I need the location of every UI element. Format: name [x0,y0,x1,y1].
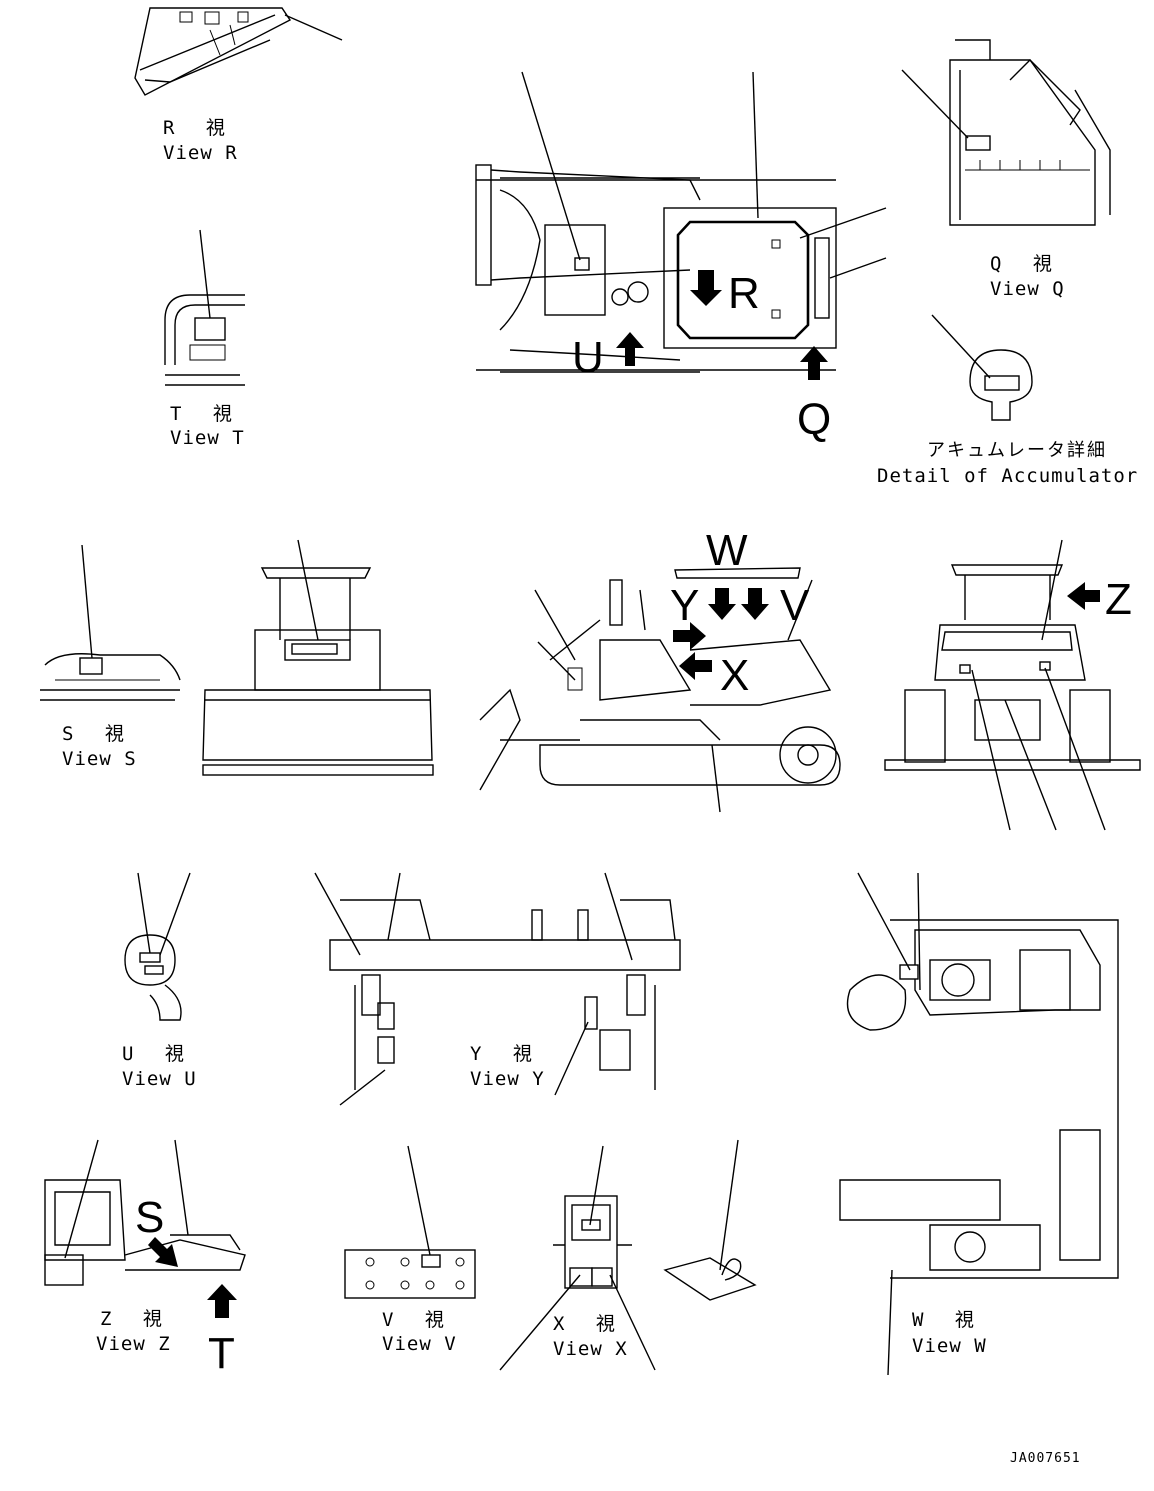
arrow-up-icon [800,346,828,380]
arrow-down-icon [741,588,769,620]
view-r-drawing [134,7,343,96]
view-q-drawing [901,39,1111,226]
marker-t: T [208,1329,235,1378]
accumulator-label-en: Detail of Accumulator [877,465,1138,487]
top-view-machine [475,164,837,373]
marker-w: W [706,526,748,575]
view-u-label-en: View U [122,1068,197,1090]
view-w-drawing [839,872,1119,1376]
view-s-label-en: View S [62,748,137,770]
view-x-label-en: View X [553,1338,628,1360]
arrow-right-icon [673,622,706,650]
marker-q: Q [797,395,831,444]
view-q-label-en: View Q [990,278,1065,300]
view-r-label-en: View R [163,142,238,164]
view-z-label-jp: Z 視 [100,1308,172,1330]
view-y-label-jp: Y 視 [470,1043,542,1065]
view-w-label-jp: W 視 [912,1309,984,1331]
marker-v: V [780,581,810,630]
view-y-drawing [314,872,681,1106]
view-t-label-en: View T [170,427,245,449]
arrow-down-icon [690,270,722,306]
marker-r: R [728,269,760,318]
view-v-drawing [344,1145,476,1299]
leader-line [829,257,887,279]
arrow-down-icon [148,1237,178,1267]
side-view-machine [479,567,841,813]
view-r-label-jp: R 視 [163,117,235,139]
front-view-machine [202,539,434,776]
leader-line [521,71,581,261]
view-w-label-en: View W [912,1335,987,1357]
view-q-label-jp: Q 視 [990,253,1062,275]
view-u-label-jp: U 視 [122,1043,194,1065]
rear-view-machine [884,539,1141,831]
marker-u: U [572,333,604,382]
accumulator-drawing [931,314,1033,421]
view-x-label-jp: X 視 [553,1313,625,1335]
accumulator-label-jp: アキュムレータ詳細 [927,440,1107,461]
arrow-left-icon [679,652,712,680]
loose-decal-drawing [663,1139,757,1301]
view-s-drawing [40,544,181,701]
view-v-label-jp: V 視 [382,1309,454,1331]
drawing-code: JA007651 [1010,1451,1081,1466]
arrow-left-icon [1067,582,1100,610]
arrow-up-icon [207,1284,237,1318]
arrow-up-icon [616,332,644,366]
view-t-label-jp: T 視 [170,403,242,425]
view-y-label-en: View Y [470,1068,545,1090]
view-u-drawing [124,872,191,1021]
view-s-label-jp: S 視 [62,723,134,745]
marker-z: Z [1105,575,1132,624]
view-v-label-en: View V [382,1333,457,1355]
leader-line [799,207,887,239]
marker-y: Y [670,581,699,630]
marker-x: X [720,651,749,700]
marker-s: S [135,1193,164,1242]
view-z-label-en: View Z [96,1333,171,1355]
arrow-down-icon [708,588,736,620]
view-t-drawing [164,229,245,386]
leader-line [752,71,759,219]
view-x-drawing [499,1145,656,1371]
